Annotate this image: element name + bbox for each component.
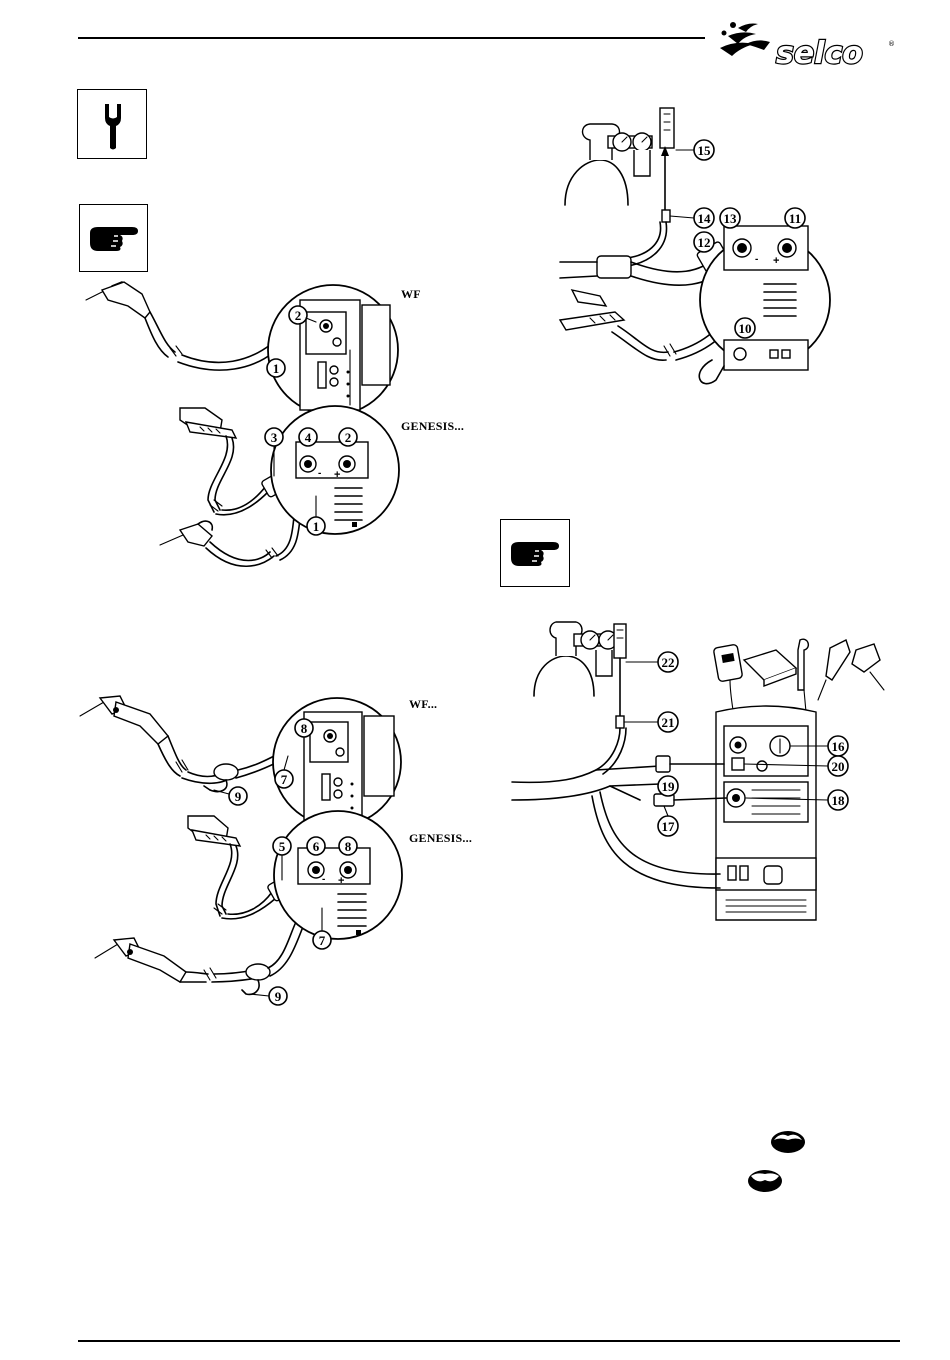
down-arrow-button-icon bbox=[748, 1170, 782, 1192]
callout-17: 17 bbox=[662, 819, 676, 834]
registered-mark: ® bbox=[888, 40, 895, 48]
callout-7: 7 bbox=[281, 772, 288, 787]
figure-tig-setup: 22 21 16 20 19 18 17 bbox=[512, 622, 884, 920]
wrench-icon-box bbox=[77, 89, 147, 159]
minus-mark: - bbox=[318, 468, 321, 479]
callout-16: 16 bbox=[832, 739, 846, 754]
callout-9b: 9 bbox=[275, 989, 282, 1004]
wrench-icon bbox=[78, 90, 148, 160]
callout-1b: 1 bbox=[313, 519, 320, 534]
callout-15: 15 bbox=[698, 143, 712, 158]
callout-14: 14 bbox=[698, 211, 712, 226]
pointing-hand-icon-box-left bbox=[79, 204, 148, 272]
callout-21: 21 bbox=[662, 715, 675, 730]
callout-5: 5 bbox=[279, 839, 286, 854]
callout-20: 20 bbox=[832, 759, 845, 774]
callout-4: 4 bbox=[305, 430, 312, 445]
callout-3: 3 bbox=[271, 430, 278, 445]
callout-2: 2 bbox=[295, 308, 302, 323]
label-genesis-top: GENESIS... bbox=[401, 419, 464, 434]
logo-swoosh-icon bbox=[720, 22, 770, 56]
callout-12: 12 bbox=[698, 235, 711, 250]
label-genesis-bottom: GENESIS... bbox=[409, 831, 472, 846]
selco-logo: selco ® bbox=[720, 22, 895, 71]
foot-pedal-icon bbox=[744, 650, 796, 686]
callout-10: 10 bbox=[739, 321, 752, 336]
pointing-hand-icon bbox=[80, 205, 149, 273]
callout-7b: 7 bbox=[319, 933, 326, 948]
callout-9: 9 bbox=[235, 789, 242, 804]
minus-mark-3: - bbox=[755, 254, 758, 265]
up-arrow-button-icon bbox=[771, 1131, 805, 1153]
plus-mark-5: + bbox=[338, 875, 344, 887]
pointing-hand-icon bbox=[501, 520, 571, 588]
label-wf-top: WF bbox=[401, 287, 421, 302]
plus-mark: + bbox=[334, 469, 340, 481]
label-wf-bottom: WF... bbox=[409, 697, 437, 712]
pointing-hand-icon-box-right bbox=[500, 519, 570, 587]
callout-8b: 8 bbox=[345, 839, 352, 854]
plus-mark-3: + bbox=[773, 255, 779, 267]
callout-18: 18 bbox=[832, 793, 846, 808]
callout-1: 1 bbox=[273, 361, 280, 376]
figure-wf-bottom: 8 7 9 bbox=[80, 696, 401, 826]
callout-6: 6 bbox=[313, 839, 320, 854]
figure-gas-top: - + 15 14 13 11 12 10 bbox=[560, 108, 830, 384]
callout-13: 13 bbox=[724, 211, 738, 226]
callout-19: 19 bbox=[662, 779, 676, 794]
figure-genesis-top: - + 3 4 2 1 bbox=[160, 406, 399, 566]
callout-2b: 2 bbox=[345, 430, 352, 445]
callout-11: 11 bbox=[789, 211, 801, 226]
figure-genesis-bottom: - + 5 6 8 7 9 bbox=[95, 811, 402, 1005]
callout-22: 22 bbox=[662, 655, 675, 670]
callout-8: 8 bbox=[301, 721, 308, 736]
minus-mark-5: - bbox=[322, 874, 325, 885]
brand-wordmark: selco bbox=[776, 36, 863, 71]
figure-wf-top: 2 1 bbox=[86, 282, 398, 415]
torch-accessory-icons bbox=[798, 639, 884, 712]
